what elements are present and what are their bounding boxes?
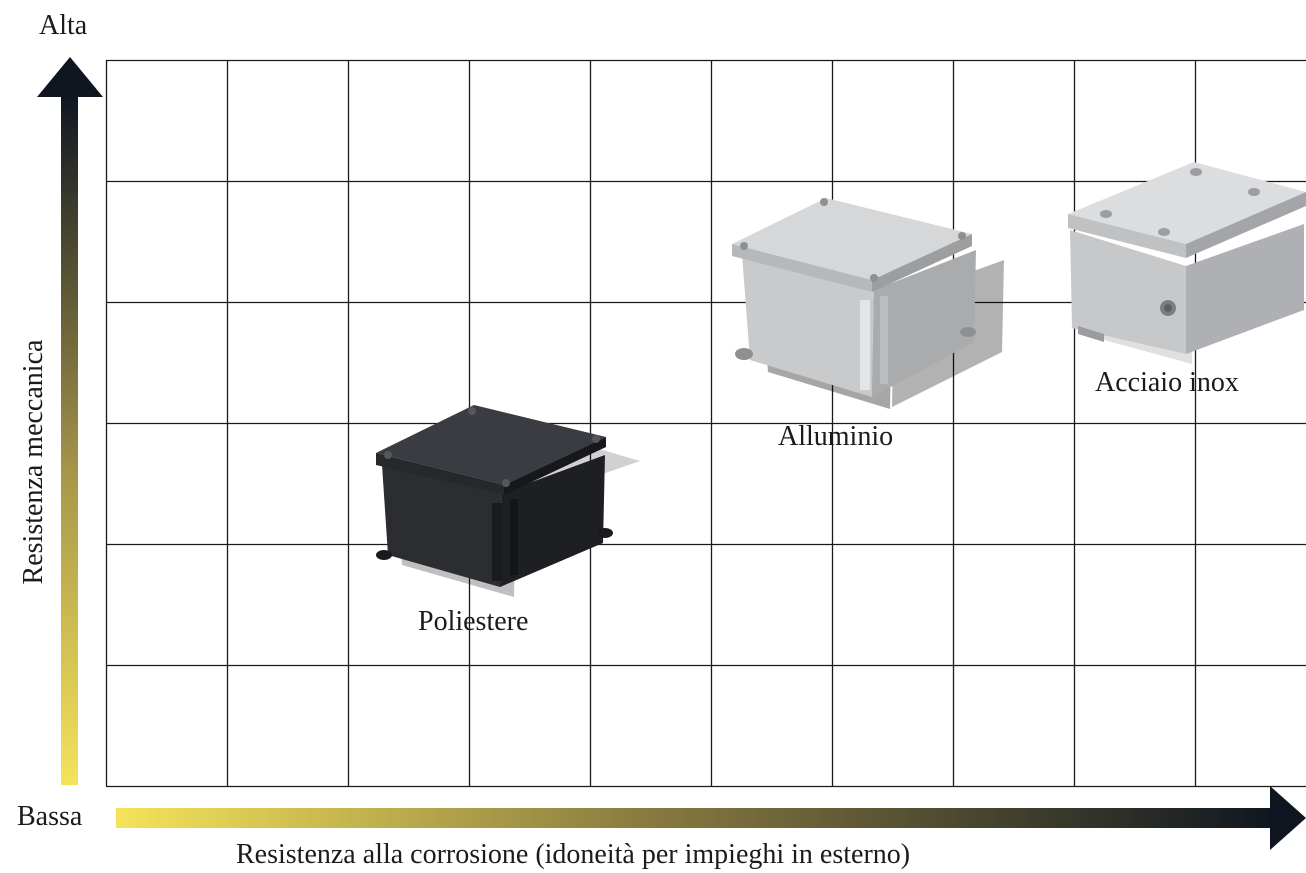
y-axis-high-label: Alta bbox=[39, 10, 88, 41]
x-axis-label: Resistenza alla corrosione (idoneità per… bbox=[236, 839, 911, 870]
aluminium-enclosure-icon bbox=[724, 192, 1014, 409]
item-label-acciaio-inox: Acciaio inox bbox=[1095, 367, 1239, 398]
black-polyester-enclosure-icon bbox=[360, 395, 640, 597]
item-label-poliestere: Poliestere bbox=[418, 606, 529, 637]
item-label-alluminio: Alluminio bbox=[778, 421, 894, 452]
y-axis-label: Resistenza meccanica bbox=[18, 339, 49, 585]
y-axis-arrow bbox=[37, 57, 103, 785]
x-axis-low-label: Bassa bbox=[17, 801, 83, 832]
stainless-steel-enclosure-icon bbox=[1064, 158, 1306, 364]
x-axis-arrow bbox=[116, 786, 1306, 850]
